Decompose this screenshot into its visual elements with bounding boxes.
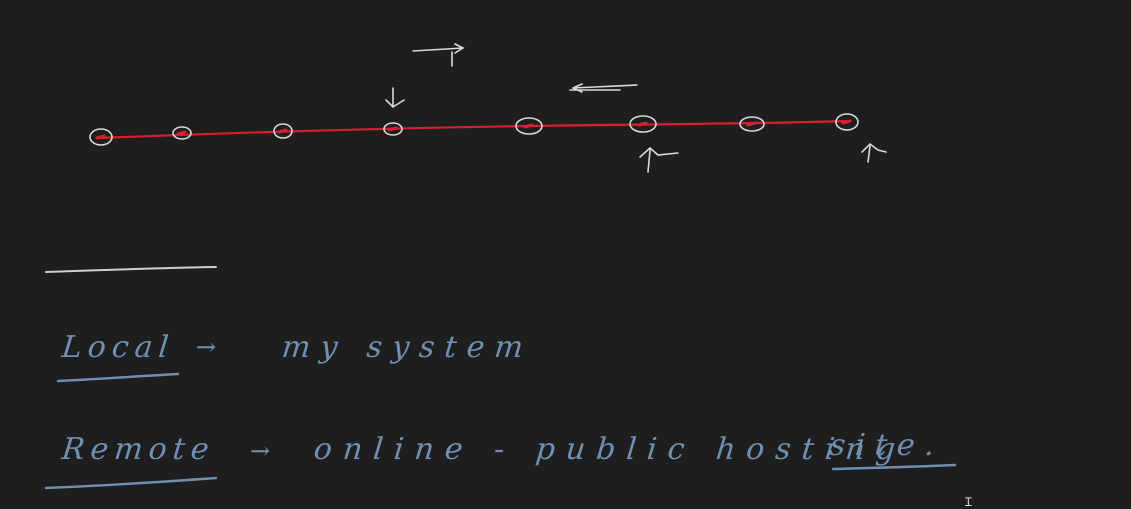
local-underline xyxy=(56,372,180,383)
local-arrow: → xyxy=(194,333,224,361)
text-cursor-icon: Ɪ xyxy=(965,495,972,509)
commit-node xyxy=(383,122,403,136)
commit-node xyxy=(172,126,192,140)
backward-arrow xyxy=(569,83,638,93)
remote-definition: online - public hosting xyxy=(312,432,908,467)
commit-node xyxy=(739,116,765,132)
local-term: Local xyxy=(60,330,177,365)
commit-node xyxy=(629,115,657,133)
remote-underline xyxy=(44,476,218,490)
forward-arrow xyxy=(412,43,465,67)
up-arrow-head xyxy=(639,146,679,173)
up-arrow-tail xyxy=(861,142,887,163)
commit-node xyxy=(273,123,293,139)
commit-node xyxy=(835,113,859,131)
down-arrow xyxy=(385,87,405,109)
commit-node xyxy=(89,128,113,146)
site-underline xyxy=(831,463,957,471)
local-definition: my system xyxy=(280,330,535,365)
separator-line xyxy=(45,266,217,273)
commit-nodes xyxy=(89,113,859,146)
remote-definition-end: site. xyxy=(828,428,947,463)
remote-term: Remote xyxy=(60,432,217,467)
commit-line xyxy=(98,119,850,140)
remote-arrow: → xyxy=(248,437,278,465)
commit-node xyxy=(515,117,543,135)
